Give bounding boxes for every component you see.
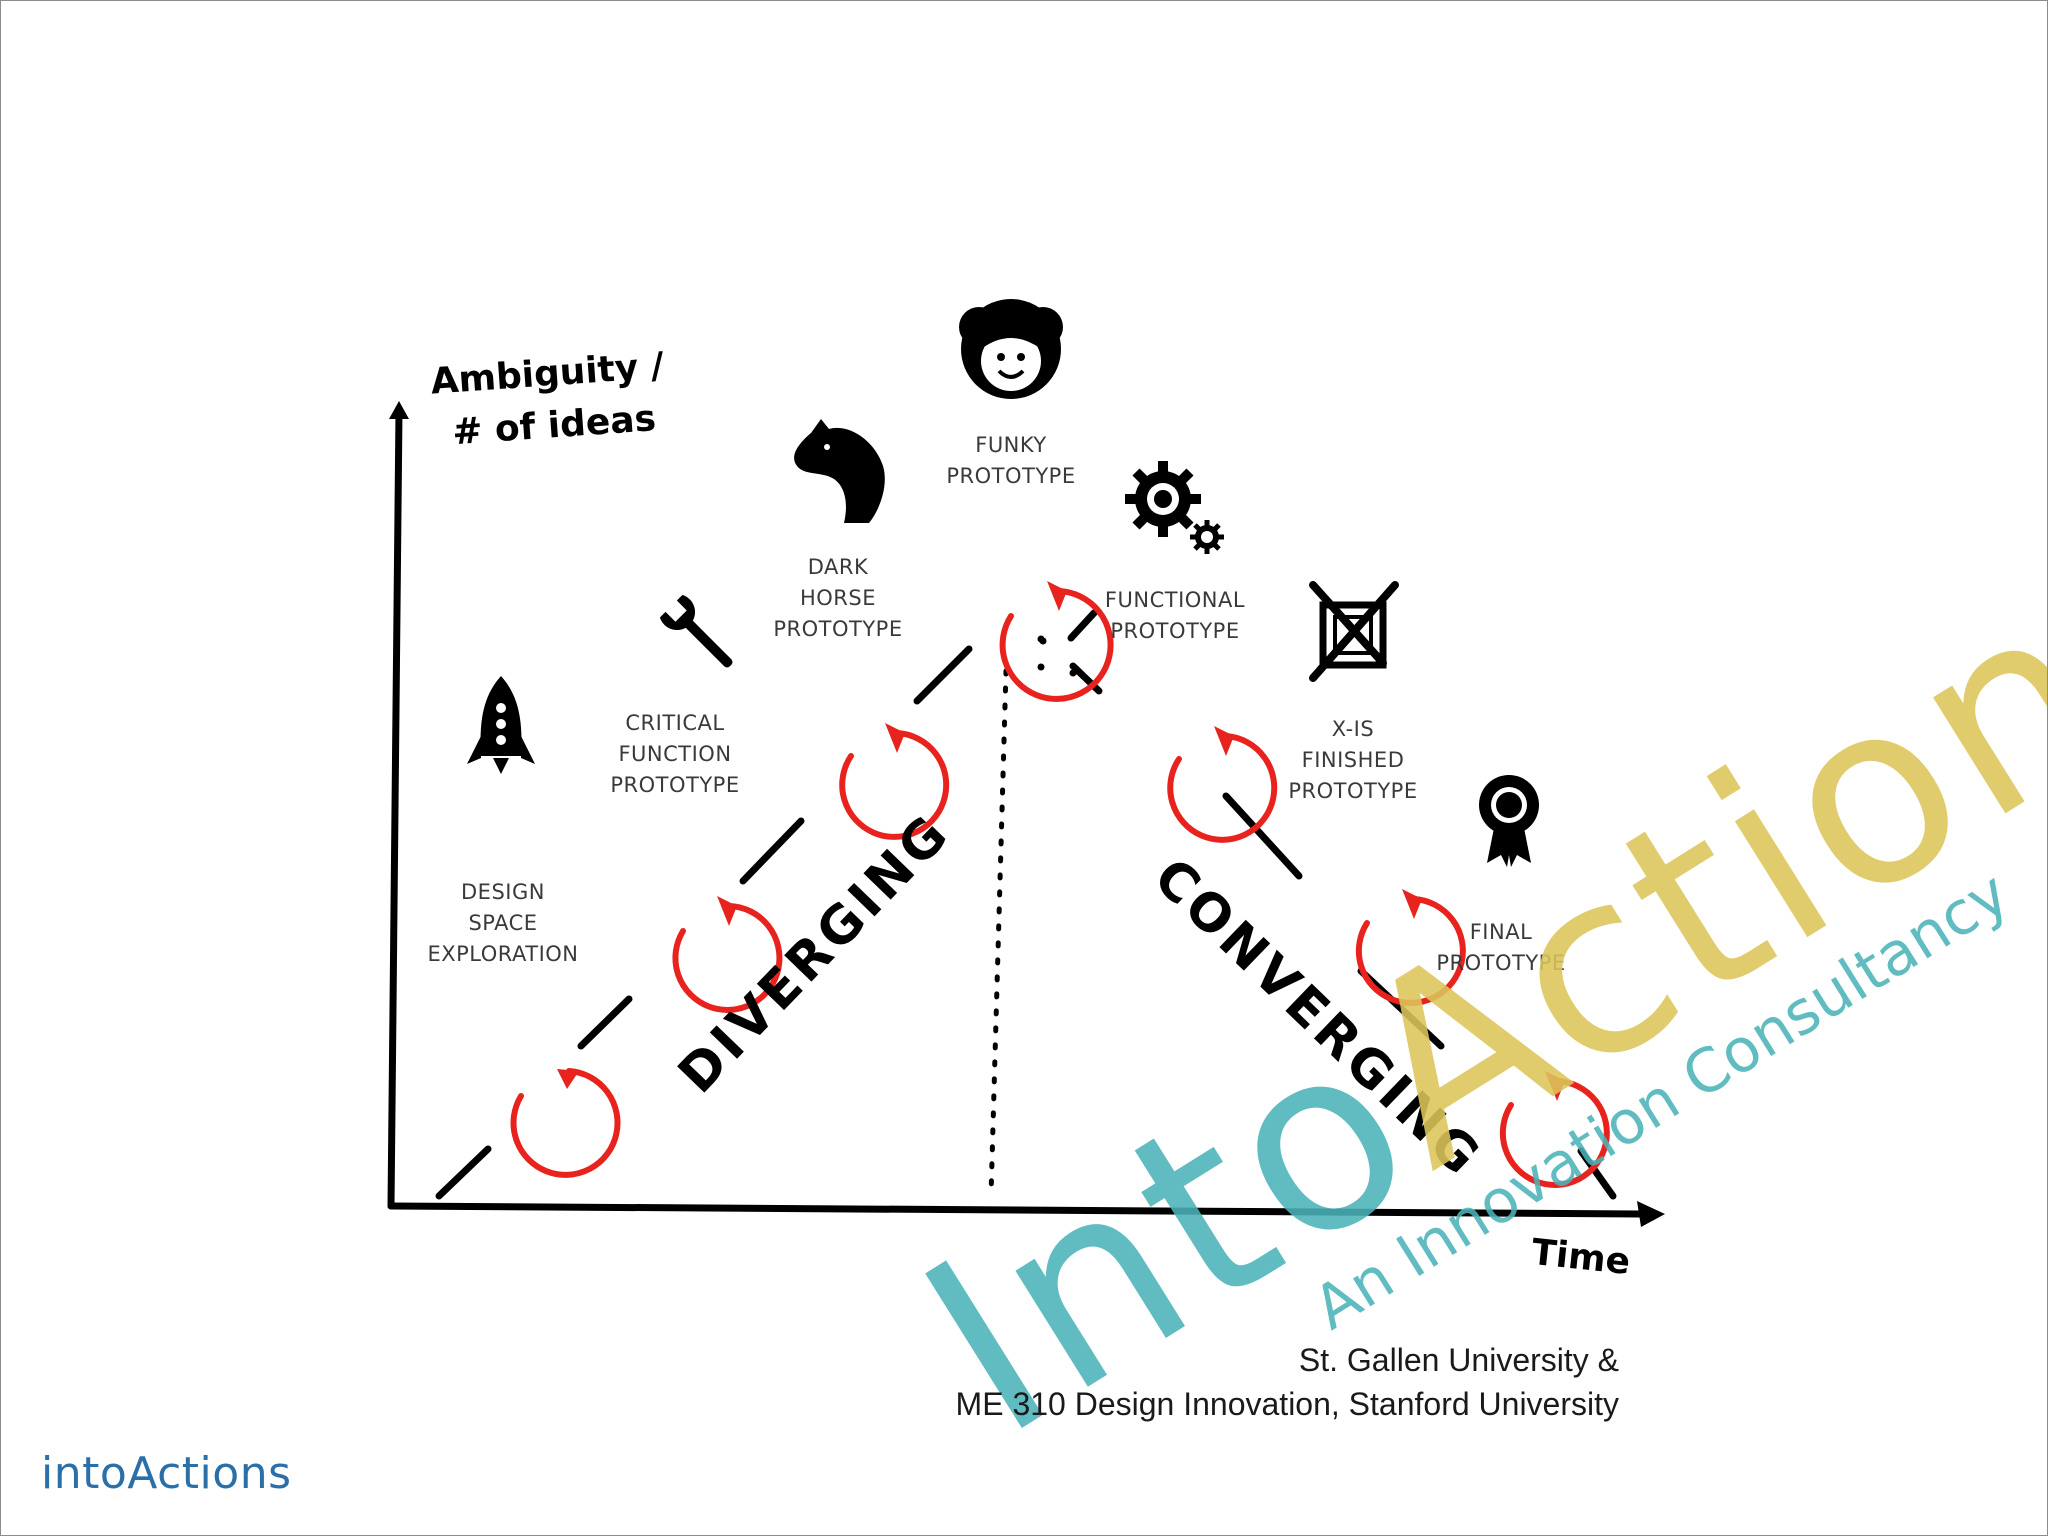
iteration-loop-2 xyxy=(672,896,783,1013)
stage-7-label-line-2: PROTOTYPE xyxy=(1436,951,1565,975)
y-axis-line xyxy=(387,407,403,1210)
y-axis-label-line-2: # of ideas xyxy=(451,398,657,453)
credit-line-2: ME 310 Design Innovation, Stanford Unive… xyxy=(955,1386,1619,1422)
stage-4-label-line-1: FUNKY xyxy=(975,433,1047,457)
crossed-box-icon xyxy=(1309,581,1399,682)
stage-5-label-line-1: FUNCTIONAL xyxy=(1105,588,1245,612)
x-axis-label: Time xyxy=(1529,1232,1632,1283)
stage-6-label-line-3: PROTOTYPE xyxy=(1288,779,1417,803)
intoactions-logo: intoActions xyxy=(41,1448,292,1499)
stage-4-label-line-2: PROTOTYPE xyxy=(946,464,1075,488)
phase-label-diverging: DIVERGING xyxy=(667,803,962,1105)
credit-line-1: St. Gallen University & xyxy=(1298,1342,1619,1378)
stage-1-label-line-2: SPACE xyxy=(468,911,537,935)
intoactions-logo-text: intoActions xyxy=(41,1448,292,1499)
stage-6-label-line-2: FINISHED xyxy=(1302,748,1405,772)
iteration-loops xyxy=(510,581,1610,1188)
iteration-loop-3 xyxy=(839,723,950,840)
y-axis-label-line-1: Ambiguity / xyxy=(429,345,666,402)
stage-7-label-line-1: FINAL xyxy=(1470,920,1533,944)
axes xyxy=(387,407,1645,1218)
stage-6-label-line-1: X-IS xyxy=(1332,717,1374,741)
center-dotted-divider xyxy=(988,668,1009,1199)
stage-labels: DESIGN SPACE EXPLORATION CRITICAL FUNCTI… xyxy=(427,433,1565,975)
y-axis-arrowhead xyxy=(389,401,409,419)
iteration-loop-1 xyxy=(510,1068,621,1178)
horse-head-icon xyxy=(794,419,885,523)
stage-3-label-line-1: DARK xyxy=(808,555,869,579)
iteration-loop-6 xyxy=(1355,889,1466,1006)
credit: St. Gallen University & ME 310 Design In… xyxy=(956,1338,1619,1426)
stage-1-label-line-3: EXPLORATION xyxy=(427,942,578,966)
stage-3-label-line-2: HORSE xyxy=(800,586,876,610)
stage-5-label-line-2: PROTOTYPE xyxy=(1110,619,1239,643)
afro-face-icon xyxy=(959,299,1063,399)
stage-2-label-line-1: CRITICAL xyxy=(625,711,724,735)
stage-1-label-line-1: DESIGN xyxy=(461,880,545,904)
award-ribbon-icon xyxy=(1479,775,1539,867)
stage-2-label-line-3: PROTOTYPE xyxy=(610,773,739,797)
stage-3-label-line-3: PROTOTYPE xyxy=(773,617,902,641)
iteration-loop-5 xyxy=(1167,726,1278,843)
wrench-icon xyxy=(659,594,733,668)
stage-2-label-line-2: FUNCTION xyxy=(618,742,731,766)
gears-icon xyxy=(1125,461,1224,554)
iteration-loop-4 xyxy=(999,581,1114,702)
x-axis-line xyxy=(387,1202,1645,1218)
rocket-icon xyxy=(467,676,535,774)
iteration-loop-7 xyxy=(1499,1071,1610,1188)
x-axis-arrowhead xyxy=(1637,1201,1665,1227)
